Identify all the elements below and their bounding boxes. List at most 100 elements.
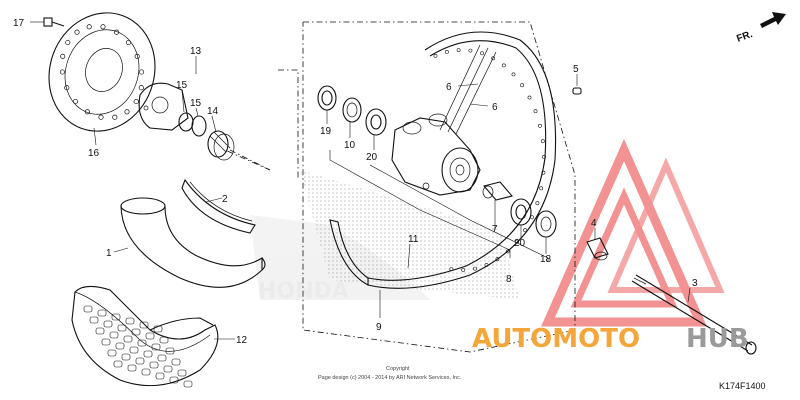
tire-tread-block [127, 364, 137, 372]
callout-6: 6 [492, 102, 498, 113]
tire-tread-block [171, 358, 181, 366]
watermark-brand-part2: HUB [686, 324, 749, 354]
disc-hole [134, 53, 140, 59]
part-14-needle-bearing [207, 130, 235, 161]
rim-spoke-hole [456, 48, 461, 53]
tire-tread-block [111, 313, 121, 321]
disc-hole [98, 114, 104, 120]
part-19-bearing [317, 85, 337, 111]
disc-hole [74, 29, 80, 35]
part-17-bolt [43, 17, 65, 27]
rim-spoke-hole [468, 48, 473, 53]
dotted-shading [300, 170, 520, 300]
tire-tread-block [135, 357, 145, 365]
rim-spoke-hole [541, 170, 546, 175]
tire-tread-block [103, 320, 113, 328]
figure-code: K174F1400 [719, 381, 766, 391]
callout-12: 12 [236, 335, 248, 346]
tire-tread-block [101, 338, 111, 346]
tire-tread-block [177, 369, 187, 377]
disc-hole [59, 69, 65, 75]
tire-tread-block [89, 316, 99, 324]
tire-tread-block [141, 368, 151, 376]
tire-tread-block [97, 309, 107, 317]
rim-spoke-hole [542, 154, 546, 159]
tire-tread-block [95, 327, 105, 335]
disc-hole [114, 29, 120, 35]
callout-8: 8 [506, 274, 512, 285]
leader-lines [30, 21, 691, 340]
tire-tread-block [159, 336, 169, 344]
tire-tread-block [163, 365, 173, 373]
rim-spoke-hole [540, 139, 545, 144]
part-2-rim-band [181, 178, 256, 234]
rim-spoke-hole [484, 263, 489, 267]
part-3-axle [631, 274, 757, 355]
rim-spoke-hole [527, 95, 532, 100]
disc-hole [64, 85, 70, 91]
tire-tread-block [123, 335, 133, 343]
rim-spoke-hole [511, 72, 516, 77]
arrow-icon [760, 12, 786, 28]
tire-tread-block [131, 328, 141, 336]
rim-spoke-hole [473, 266, 477, 271]
tire-tread-block [107, 349, 117, 357]
disc-hole [86, 24, 92, 30]
svg-text:HONDA: HONDA [258, 279, 349, 304]
rim-spoke-hole [480, 51, 484, 56]
wheel-hub [391, 113, 481, 196]
callout-10: 10 [344, 140, 356, 151]
disc-hole [84, 109, 90, 115]
callout-15: 15 [176, 80, 188, 91]
rim-spoke-hole [533, 109, 538, 114]
callout-20: 20 [514, 238, 526, 249]
part-15-seal [178, 112, 207, 137]
callout-13: 13 [190, 46, 202, 57]
copyright-notice: Copyright Page design (c) 2004 - 2014 by… [318, 366, 462, 381]
tire-tread-block [165, 347, 175, 355]
part-10-seal [342, 97, 362, 123]
callout-16: 16 [88, 148, 100, 159]
disc-hole [139, 69, 145, 75]
disc-hole [125, 39, 132, 46]
disc-hole [124, 109, 130, 115]
callout-3: 3 [692, 278, 698, 289]
rim-spoke-hole [491, 56, 496, 61]
part-11-spokes [439, 44, 497, 135]
part-12-tire [71, 285, 219, 388]
disc-hole [72, 98, 79, 105]
callout-4: 4 [591, 218, 597, 229]
part-7-spacer [482, 181, 513, 201]
disc-hole [133, 98, 139, 105]
part-13-hub-cover [138, 82, 189, 131]
tire-tread-block [169, 376, 179, 384]
disc-hole [100, 24, 106, 30]
watermark-logo [541, 138, 725, 327]
direction-label: FR. [735, 29, 754, 45]
copyright-line1: Copyright [386, 366, 410, 372]
rim-spoke-hole [501, 63, 506, 68]
tire-tread-block [115, 342, 125, 350]
tire-tread-block [149, 361, 159, 369]
callout-15: 15 [190, 98, 202, 109]
tire-tread-block [113, 360, 123, 368]
tire-tread-block [121, 353, 131, 361]
callout-7: 7 [492, 224, 498, 235]
part-16-brake-disc [48, 12, 156, 132]
tire-tread-block [83, 305, 93, 313]
rim-spoke-hole [495, 257, 500, 262]
part-18-seal [535, 210, 557, 238]
part-9-rim [329, 31, 557, 289]
tire-tread-block [143, 350, 153, 358]
rim-spoke-hole [505, 249, 510, 254]
rim-spoke-hole [539, 186, 544, 191]
tire-tread-block [117, 324, 127, 332]
tire-tread-block [183, 380, 193, 388]
rim-spoke-hole [520, 83, 525, 88]
callouts: 17 13 15 15 14 16 2 1 12 6 6 19 10 20 11… [13, 18, 698, 346]
tire-tread-block [129, 346, 139, 354]
rim-spoke-hole [523, 228, 528, 233]
disc-hole [65, 39, 71, 46]
part-20-bearing-left [365, 108, 387, 136]
disc-hole [112, 114, 118, 120]
